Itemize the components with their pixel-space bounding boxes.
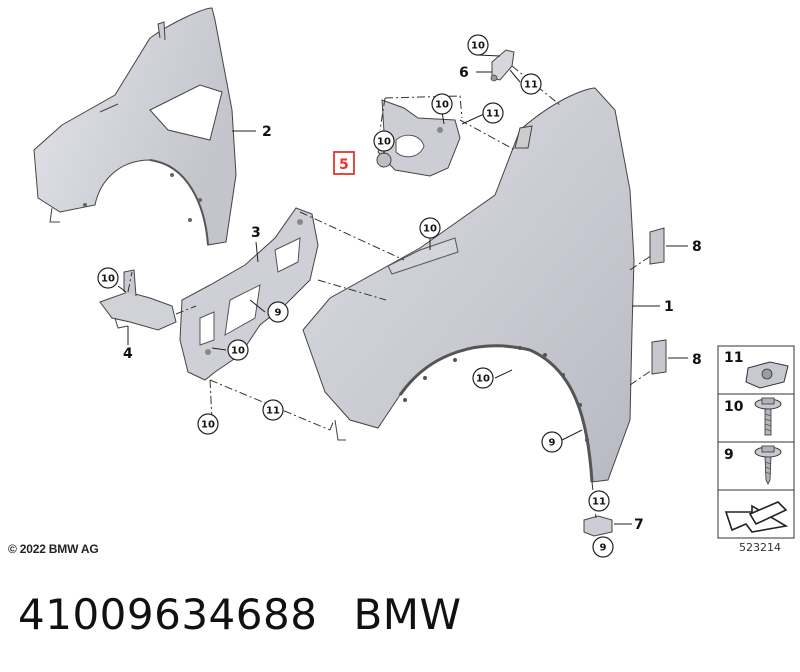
svg-text:11: 11 [486,109,500,120]
callout: 9 [592,536,614,558]
clip-strip [490,49,515,82]
svg-text:10: 10 [471,41,485,52]
svg-text:11: 11 [592,497,606,508]
diagram-id: 523214 [739,541,781,554]
legend-label: 11 [724,350,743,366]
svg-text:9: 9 [275,308,282,319]
arrow-icon [724,501,789,533]
part-label: 1 [664,299,674,315]
callout: 10 [419,217,441,239]
callout: 9 [541,431,563,453]
svg-text:10: 10 [201,420,215,431]
bolt-icon [754,397,782,436]
svg-text:10: 10 [101,274,115,285]
footer-caption: 41009634688 BMW [18,590,498,639]
part-label-highlighted: 5 [339,157,349,173]
svg-text:10: 10 [423,224,437,235]
callout: 9 [267,301,289,323]
callout: 11 [588,490,610,512]
callout: 10 [431,93,453,115]
bottom-clip [583,515,613,537]
callout: 10 [227,339,249,361]
callout: 10 [472,367,494,389]
screw-icon [754,445,782,485]
svg-text:10: 10 [231,346,245,357]
part-label: 4 [123,346,133,362]
svg-text:9: 9 [600,543,607,554]
parts-diagram: 1 2 3 4 5 6 7 8 8 10 11 10 11 10 9 10 10… [33,7,795,558]
svg-text:9: 9 [549,438,556,449]
svg-text:10: 10 [377,137,391,148]
highlight-box [333,151,355,175]
copyright-notice: © 2022 BMW AG [8,542,99,556]
legend-label: 9 [724,447,734,463]
legend-label: 10 [724,399,744,415]
callouts: 10 11 10 11 10 9 10 10 11 10 10 10 11 9 … [97,34,614,558]
svg-text:10: 10 [435,100,449,111]
brand-name: BMW [353,590,462,639]
part-label: 2 [262,124,272,140]
leader-lines [117,54,688,525]
svg-text:11: 11 [266,406,280,417]
svg-text:11: 11 [524,80,538,91]
callout: 11 [520,73,542,95]
callout: 10 [97,267,119,289]
part-label: 8 [692,352,702,368]
callout: 11 [482,102,504,124]
bracket-small [99,269,177,331]
part-label: 7 [634,517,644,533]
part-number: 41009634688 [18,590,318,639]
callout: 10 [197,413,219,435]
fender-left [33,7,237,246]
fastener-legend: 11 10 9 [717,345,795,539]
fender-main [302,87,667,483]
callout: 11 [262,399,284,421]
svg-text:10: 10 [476,374,490,385]
carrier-bracket [179,207,319,381]
bracket-highlighted [376,99,461,177]
callout: 10 [373,130,395,152]
speed-nut-icon [745,361,789,389]
part-label: 8 [692,239,702,255]
part-label: 6 [459,65,469,81]
callout: 10 [467,34,489,56]
part-labels: 1 2 3 4 5 6 7 8 8 [123,65,702,533]
part-label: 3 [251,225,261,241]
